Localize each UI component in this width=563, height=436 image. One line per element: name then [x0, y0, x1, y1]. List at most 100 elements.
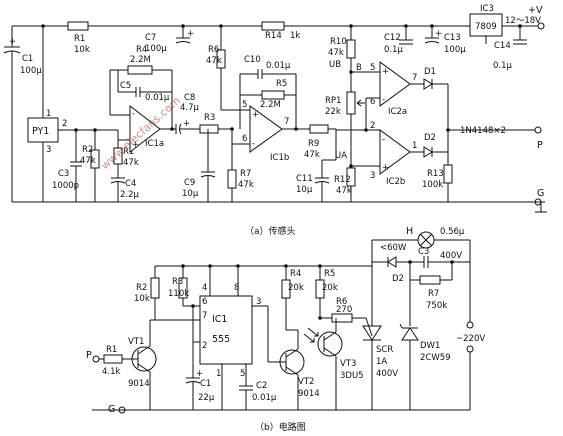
- r2-name: R2: [82, 145, 93, 155]
- svg-text:-: -: [132, 109, 135, 119]
- circuit-b: G P R1 4.1k VT1 9014 R2 10k R3 110k: [86, 226, 485, 433]
- ua-label: UA: [335, 151, 347, 161]
- r4-value: 2.2M: [130, 55, 151, 65]
- c10-value: 0.01μ: [266, 61, 291, 71]
- b-node-label: B: [356, 63, 362, 73]
- output-p-label: P: [537, 140, 543, 151]
- ic1-pin6: 6: [202, 297, 207, 307]
- c3-value: 1000p: [52, 181, 79, 191]
- watermark-text: www.elecfans.com: [98, 94, 183, 172]
- b-r7-value: 750k: [426, 301, 447, 311]
- svg-text:-: -: [382, 135, 385, 145]
- r1-name: R1: [74, 34, 85, 44]
- svg-text:-: -: [252, 139, 255, 149]
- vt2-name: VT2: [298, 377, 314, 387]
- ic1-pin4: 4: [202, 283, 207, 293]
- ic2a-pin7: 7: [412, 73, 417, 83]
- c12-name: C12: [384, 33, 401, 43]
- b-r7-name: R7: [428, 289, 439, 299]
- c1-value: 100μ: [20, 66, 42, 76]
- r9-value: 47k: [304, 150, 320, 160]
- ic2b-opamp: [379, 129, 411, 175]
- ub-label: UB: [329, 60, 341, 70]
- r3-name: R3: [204, 113, 215, 123]
- r1in-name: R1: [123, 147, 134, 157]
- ic1-pin2: 2: [202, 341, 207, 351]
- b-r5-value: 20k: [322, 283, 338, 293]
- rp1-pot: [346, 91, 356, 115]
- r13-value: 100k: [422, 180, 443, 190]
- svg-text:+: +: [435, 29, 442, 39]
- ic3-name: IC3: [480, 4, 494, 14]
- r6-value: 47k: [206, 56, 222, 66]
- dw1-name: DW1: [420, 341, 440, 351]
- b-c1-name: C1: [200, 379, 211, 389]
- b-r5-name: R5: [324, 269, 335, 279]
- c1-name: C1: [22, 54, 33, 64]
- c13-name: C13: [444, 33, 461, 43]
- r7-name: R7: [240, 169, 251, 179]
- ic1-pin1: 1: [216, 369, 221, 379]
- ic1b-pin5: 5: [242, 100, 247, 110]
- r4-name: R4: [136, 45, 147, 55]
- ic1-name: IC1: [212, 314, 227, 325]
- scr-rating2: 400V: [376, 369, 398, 379]
- ic2b-pin3: 3: [370, 171, 375, 181]
- c4-value: 2.2μ: [120, 190, 140, 200]
- rp1-name: RP1: [325, 96, 341, 106]
- r5-name: R5: [276, 79, 287, 89]
- r13-name: R13: [427, 169, 444, 179]
- dw1-zener: [401, 327, 419, 341]
- ic1-pin5: 5: [240, 369, 245, 379]
- svg-text:+: +: [196, 369, 203, 379]
- ic1a-label: IC1a: [145, 139, 164, 149]
- d2-label: D2: [424, 133, 436, 143]
- svg-text:+: +: [9, 37, 16, 47]
- c5-value: 0.01μ: [145, 93, 170, 103]
- ic3-part: 7809: [475, 22, 497, 32]
- b-r3-name: R3: [172, 277, 183, 287]
- ic1-pin7: 7: [202, 311, 207, 321]
- c8-value: 4.7μ: [180, 103, 200, 113]
- py1-pin1: 1: [46, 109, 51, 119]
- svg-text:+: +: [183, 119, 190, 129]
- ground-g-label: G: [537, 188, 544, 199]
- ic1-part: 555: [212, 334, 230, 345]
- svg-text:+: +: [132, 140, 139, 150]
- c13-value: 100μ: [444, 45, 466, 55]
- ic1b-pin7: 7: [284, 117, 289, 127]
- r6-name: R6: [208, 45, 219, 55]
- caption-b: （b）电路图: [255, 421, 306, 433]
- c11-name: C11: [296, 174, 313, 184]
- r9-name: R9: [308, 139, 319, 149]
- ic1-555: [199, 295, 253, 365]
- ic2b-pin2: 2: [370, 121, 375, 131]
- c11-value: 10μ: [296, 185, 313, 195]
- b-r4-value: 20k: [288, 283, 304, 293]
- r2-value: 47k: [80, 156, 96, 166]
- r10-name: R10: [330, 37, 347, 47]
- c9-name: C9: [184, 178, 195, 188]
- ic1b-opamp: [249, 105, 283, 153]
- b-c1-value: 22μ: [198, 393, 215, 403]
- vt3-phototransistor: [317, 331, 343, 357]
- r5-value: 2.2M: [260, 100, 281, 110]
- b-r1-value: 4.1k: [102, 367, 121, 377]
- py1-pin3: 3: [46, 145, 51, 155]
- ic1-pin3: 3: [256, 297, 261, 307]
- c3-name: C3: [58, 169, 69, 179]
- b-r3-value: 110k: [168, 289, 189, 299]
- r14-value: 1k: [290, 31, 300, 41]
- lamp-rating: <60W: [380, 243, 407, 253]
- ic1b-label: IC1b: [270, 153, 289, 163]
- b-ground-g: G: [108, 404, 115, 415]
- r10-value: 47k: [328, 48, 344, 58]
- b-r6-name: R6: [336, 297, 347, 307]
- b-c2-value: 0.01μ: [252, 393, 277, 403]
- ic2a-pin5: 5: [370, 63, 375, 73]
- r14-name: R14: [265, 31, 282, 41]
- c8-name: C8: [184, 93, 195, 103]
- b-r1-name: R1: [106, 345, 117, 355]
- b-r2-name: R2: [136, 283, 147, 293]
